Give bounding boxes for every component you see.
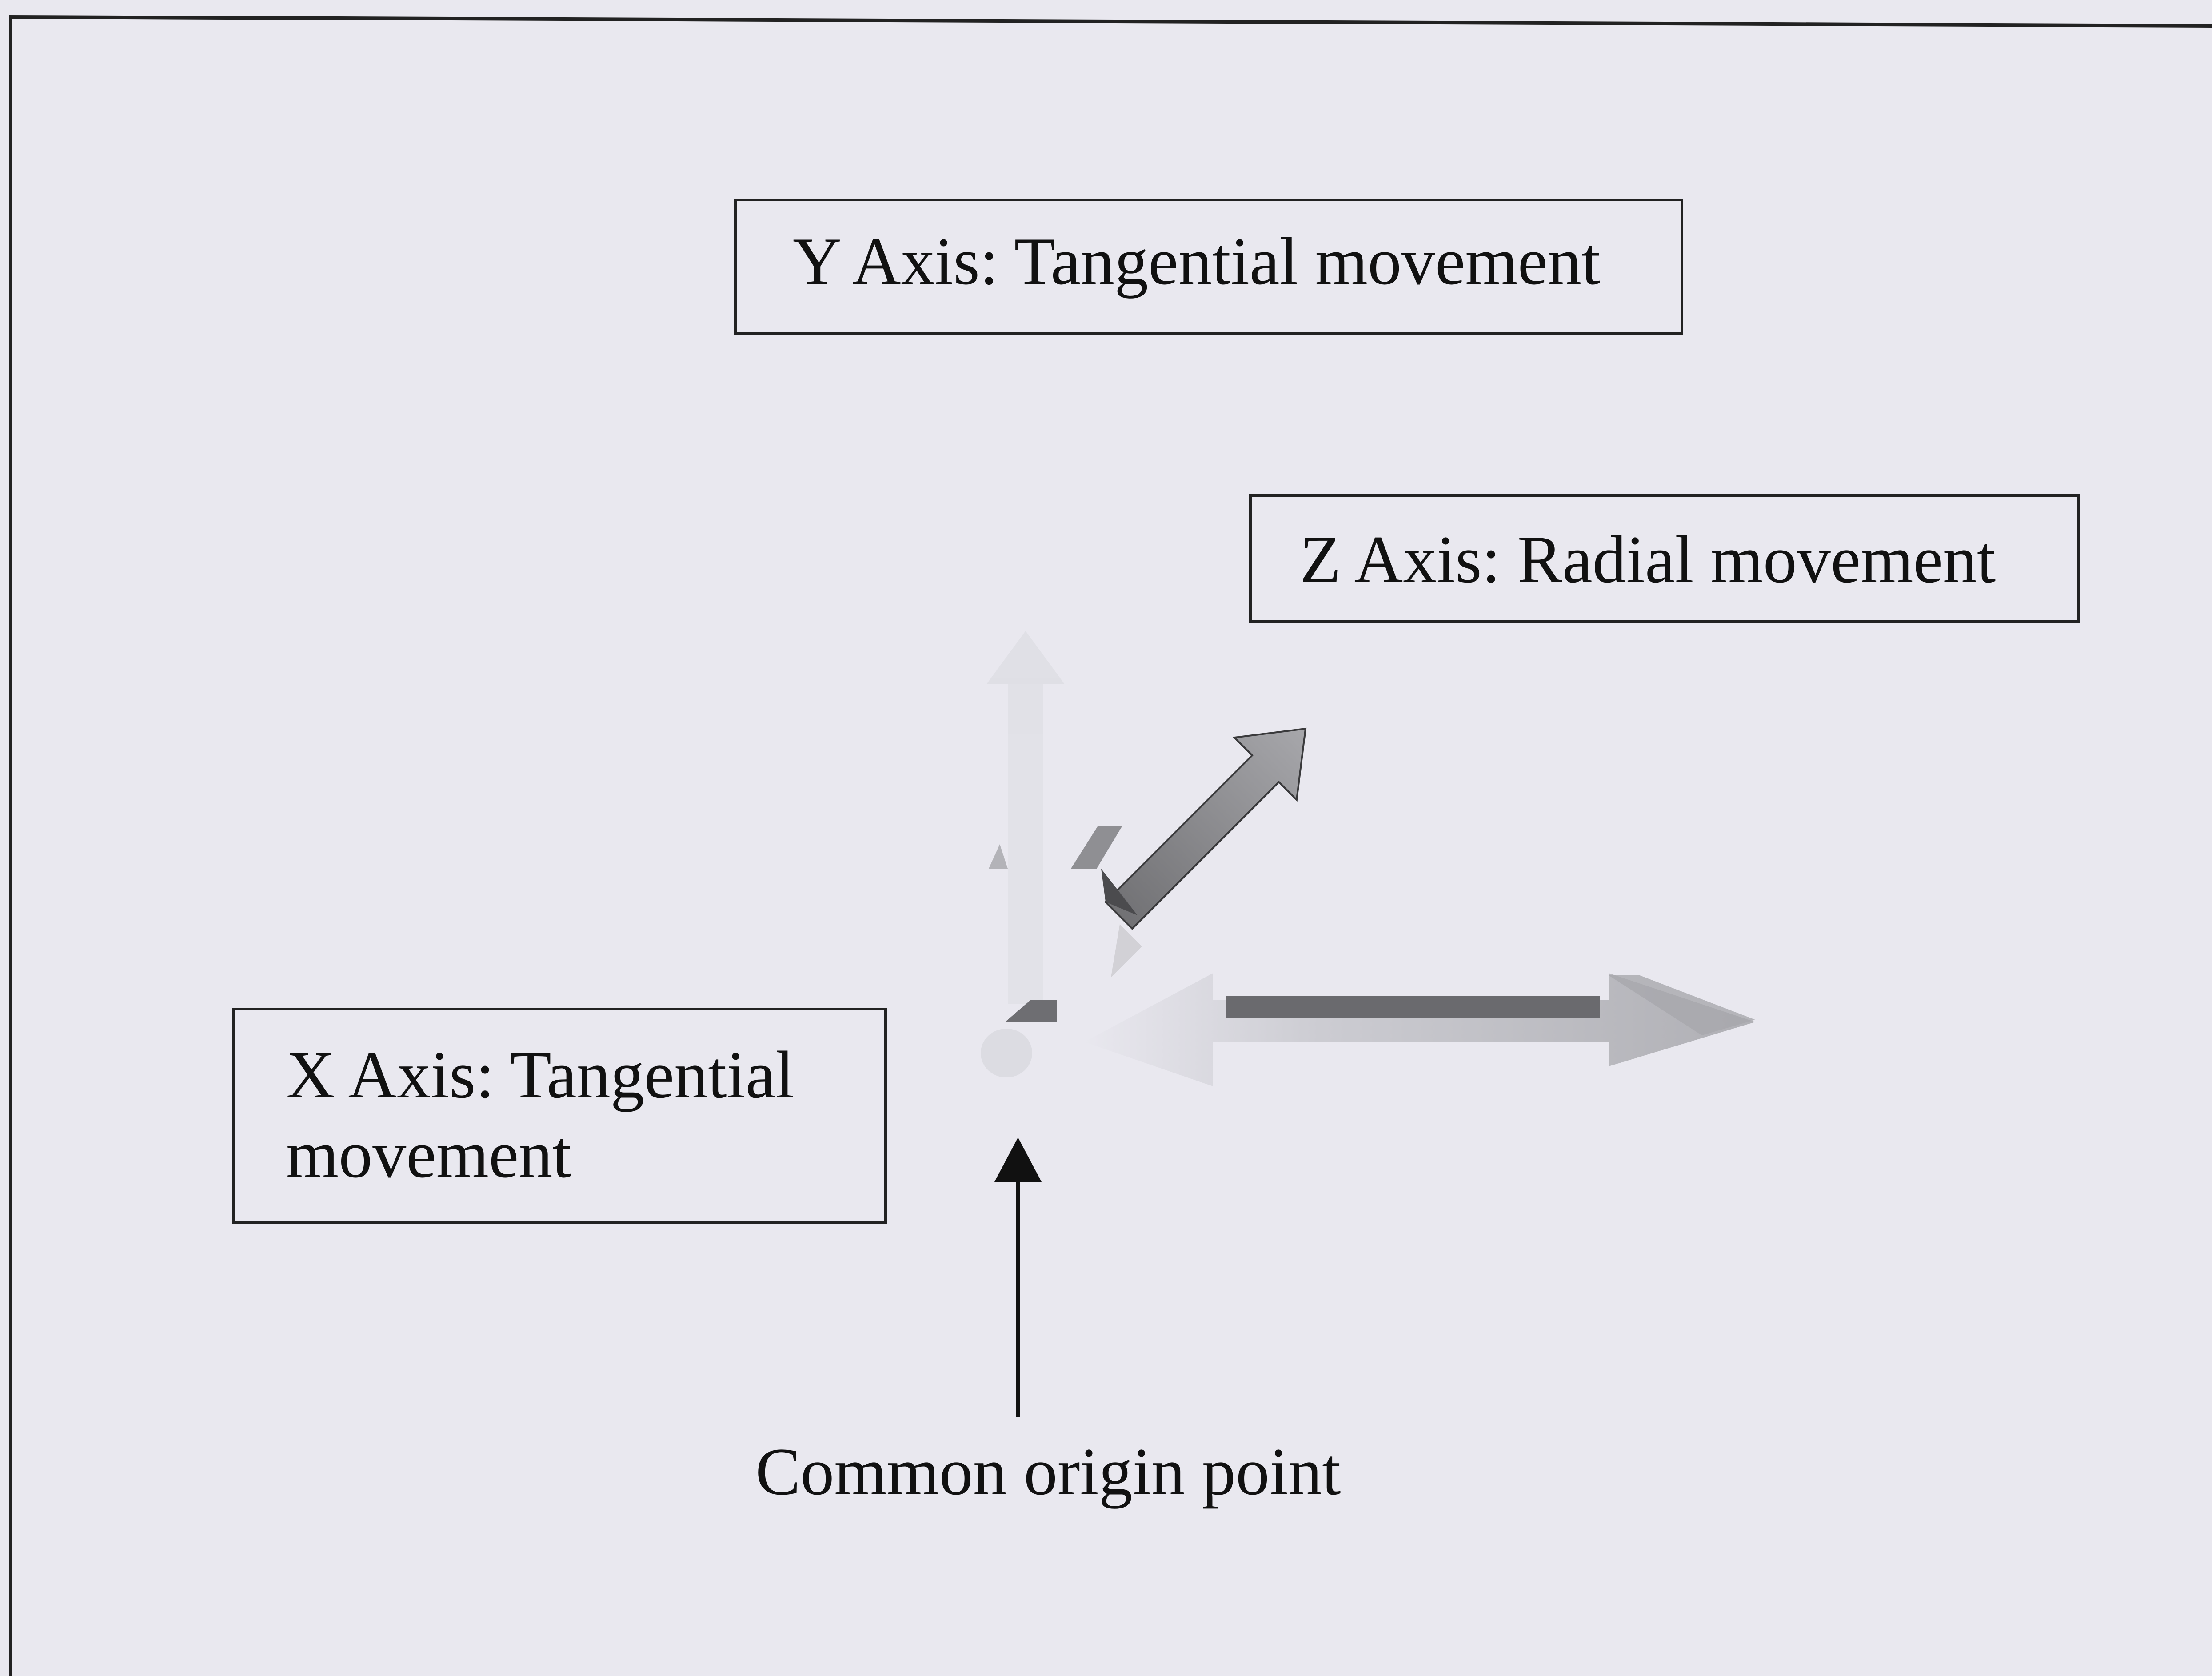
x-axis-arrow xyxy=(1084,973,1755,1086)
x-axis-fragment xyxy=(1005,1000,1057,1022)
z-axis-arrow xyxy=(1101,727,1307,978)
x-axis-label-line1: X Axis: Tangential xyxy=(286,1038,795,1112)
x-axis-label-line2: movement xyxy=(286,1117,571,1192)
y-axis-label: Y Axis: Tangential movement xyxy=(793,224,1601,299)
y-axis-fragment-2 xyxy=(989,844,1008,869)
z-axis-label: Z Axis: Radial movement xyxy=(1300,522,1996,597)
z-axis-label-box: Z Axis: Radial movement xyxy=(1249,494,2080,623)
frame-border xyxy=(9,15,2212,1676)
origin-caption: Common origin point xyxy=(755,1434,1341,1509)
origin-marker xyxy=(981,1029,1032,1077)
x-axis-label-box: X Axis: Tangential movement xyxy=(232,1008,887,1224)
y-axis-label-box: Y Axis: Tangential movement xyxy=(734,199,1683,335)
y-axis-arrow xyxy=(986,631,1065,1004)
y-axis-fragment xyxy=(1071,826,1122,869)
origin-pointer-arrow xyxy=(994,1137,1042,1417)
